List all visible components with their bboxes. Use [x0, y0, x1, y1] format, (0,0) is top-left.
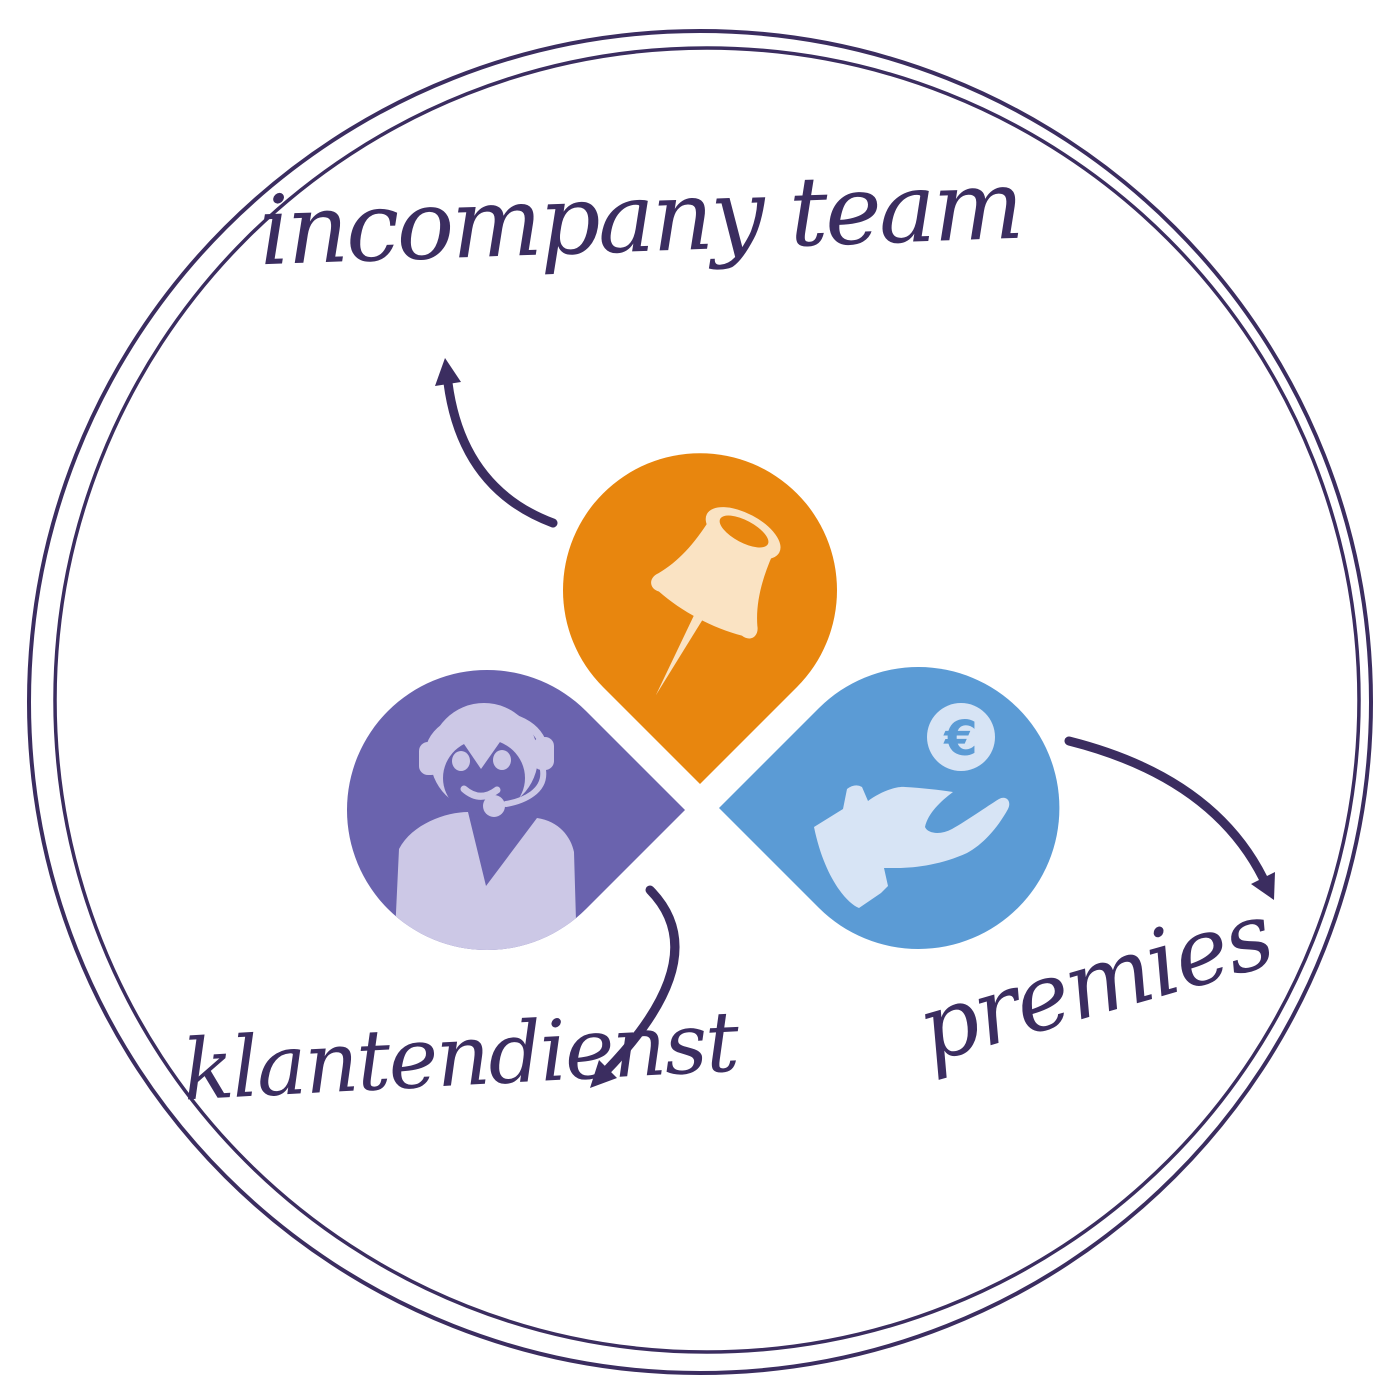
- arrow-to-premies: [1064, 736, 1268, 883]
- agent-eye-right: [493, 750, 511, 770]
- pushpin-icon: [651, 507, 781, 696]
- outer-circle-line-2: [53, 46, 1361, 1354]
- outer-circle: [27, 29, 1373, 1375]
- petal-premies: €: [719, 667, 1060, 949]
- arrow-to-incompany-team: [443, 378, 558, 528]
- support-agent-icon: [394, 703, 577, 951]
- pushpin-head-hole: [719, 515, 769, 548]
- open-hand: [814, 785, 1010, 908]
- agent-mic-ball: [483, 795, 505, 817]
- agent-smile: [460, 785, 501, 800]
- agent-fringe: [449, 722, 514, 769]
- arrows: [435, 358, 1275, 1088]
- outer-circle-line-1: [27, 29, 1373, 1375]
- arrow-to-klantendienst: [602, 885, 680, 1075]
- euro-symbol: €: [943, 711, 977, 767]
- euro-coin: [927, 703, 995, 771]
- agent-headband: [425, 710, 548, 757]
- agent-torso: [394, 812, 577, 951]
- arrowhead-premies: [1251, 872, 1275, 900]
- hand-euro-icon: €: [814, 703, 1010, 908]
- agent-earmuff-left: [419, 742, 440, 775]
- pushpin-needle: [655, 612, 705, 696]
- arrowhead-incompany-team: [435, 358, 461, 386]
- petal-incompany-team: [563, 453, 838, 784]
- arrowhead-klantendienst: [590, 1060, 617, 1088]
- agent-earmuff-right: [533, 737, 554, 770]
- agent-mic-boom: [503, 767, 547, 807]
- petal-klantendienst: [346, 669, 685, 951]
- agent-eye-left: [452, 751, 470, 771]
